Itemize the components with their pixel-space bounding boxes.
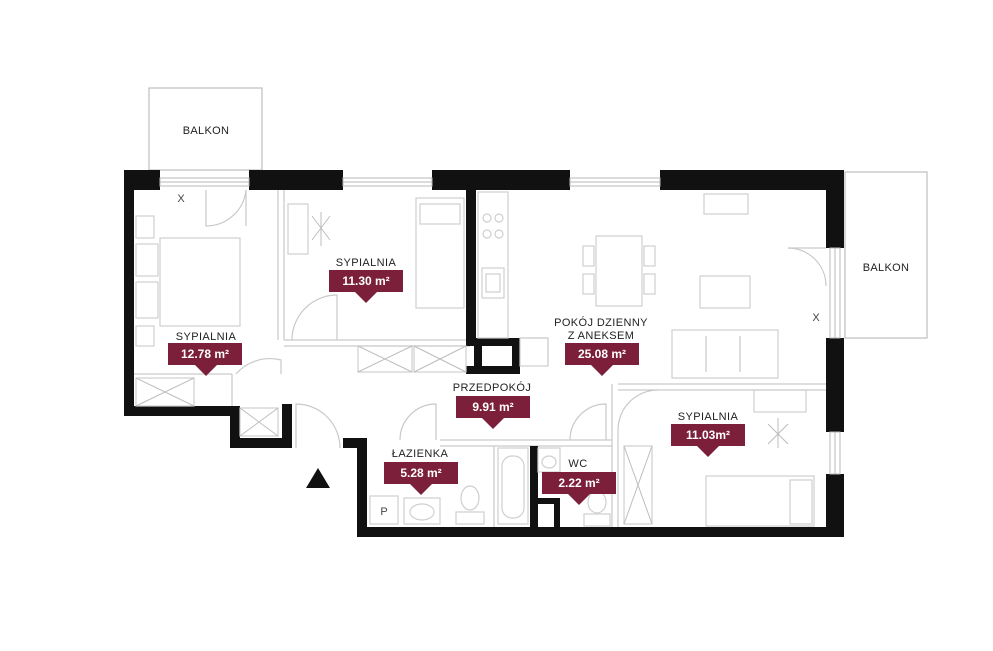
doors	[205, 189, 827, 449]
furniture-living	[477, 191, 779, 379]
area-badge	[456, 396, 530, 418]
balcony-left-label: BALKON	[183, 125, 229, 137]
area-badge	[671, 424, 745, 446]
room-przedpokoj: PRZEDPOKÓJ 9.91 m²	[453, 381, 532, 429]
area-badge-pointer	[355, 292, 377, 303]
area-value: 11.30 m²	[342, 274, 389, 288]
area-badge	[384, 462, 458, 484]
entrance-arrow-icon	[306, 468, 330, 488]
area-badge-pointer	[568, 494, 590, 505]
exit-mark-2: X	[812, 312, 820, 324]
room-sypialnia-2: SYPIALNIA 11.30 m²	[329, 257, 403, 303]
area-value: 25.08 m²	[578, 347, 626, 361]
room-sypialnia-1: SYPIALNIA 12.78 m²	[168, 331, 242, 376]
room-name: WC	[568, 458, 587, 470]
area-badge-pointer	[482, 418, 504, 429]
exit-mark-1: X	[177, 193, 185, 205]
room-name: PRZEDPOKÓJ	[453, 381, 532, 394]
area-badge	[565, 343, 639, 365]
room-name-line-1: POKÓJ DZIENNY	[554, 316, 648, 329]
room-name-line-2: Z ANEKSEM	[568, 330, 635, 342]
room-pokoj-dzienny: POKÓJ DZIENNY Z ANEKSEM 25.08 m²	[554, 316, 648, 376]
area-badge	[168, 343, 242, 365]
furniture-bedroom-3	[623, 389, 815, 527]
bath-p-mark: P	[380, 506, 387, 518]
area-value: 5.28 m²	[400, 466, 441, 480]
furniture-bedroom-2	[287, 197, 467, 373]
room-name: SYPIALNIA	[176, 331, 237, 343]
area-badge	[542, 472, 616, 494]
area-badge-pointer	[697, 446, 719, 457]
balcony-right-label: BALKON	[863, 262, 909, 274]
room-name: ŁAZIENKA	[392, 448, 449, 460]
area-value: 2.22 m²	[558, 476, 599, 490]
area-badge-pointer	[195, 365, 217, 376]
room-name: SYPIALNIA	[678, 411, 739, 423]
balcony-right: BALKON	[844, 171, 928, 339]
room-name: SYPIALNIA	[336, 257, 397, 269]
room-sypialnia-3: SYPIALNIA 11.03m²	[671, 411, 745, 457]
furniture-bathroom	[369, 447, 611, 527]
area-value: 9.91 m²	[472, 400, 513, 414]
balcony-left: BALKON	[148, 87, 263, 171]
room-lazienka: ŁAZIENKA 5.28 m²	[384, 448, 458, 495]
area-badge-pointer	[410, 484, 432, 495]
area-value: 12.78 m²	[181, 347, 229, 361]
area-badge-pointer	[591, 365, 613, 376]
area-badge	[329, 270, 403, 292]
windows	[159, 177, 841, 475]
room-wc: WC 2.22 m²	[542, 458, 616, 505]
walls	[124, 170, 844, 537]
furniture-bedroom-1	[135, 215, 279, 437]
area-value: 11.03m²	[686, 428, 730, 442]
